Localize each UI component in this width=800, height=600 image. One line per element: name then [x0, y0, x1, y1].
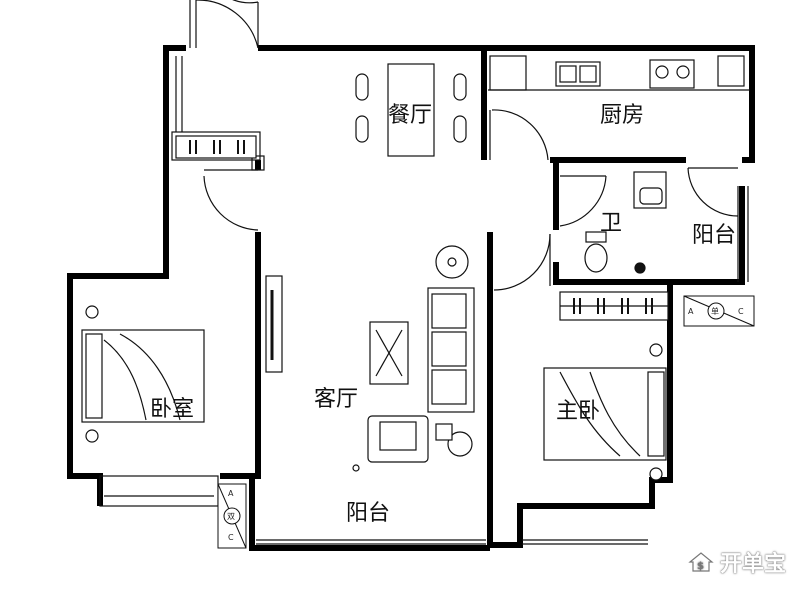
- label-dining: 餐厅: [388, 103, 432, 128]
- watermark-text: 开单宝: [719, 552, 786, 577]
- bathroom-fixtures: [584, 171, 667, 274]
- wardrobe-hangers: [189, 140, 653, 314]
- label-living: 客厅: [314, 387, 358, 412]
- label-bedroom: 卧室: [150, 397, 194, 422]
- beds: [81, 305, 667, 481]
- ac-right-right: C: [738, 307, 744, 316]
- thin-lines: [99, 0, 750, 545]
- ac-bottom-top: A: [228, 489, 234, 498]
- kitchen-fixtures: [555, 55, 745, 89]
- ac-right-center: 单: [711, 306, 719, 316]
- label-balcony-south: 阳台: [346, 501, 390, 526]
- dining-table: [355, 63, 467, 157]
- svg-text:$: $: [697, 561, 704, 572]
- ac-bottom-bottom: C: [228, 533, 234, 542]
- label-balcony-east: 阳台: [692, 223, 736, 248]
- label-kitchen: 厨房: [600, 103, 644, 128]
- watermark: $ 开单宝: [688, 546, 786, 578]
- ac-right-left: A: [688, 307, 694, 316]
- label-bathroom: 卫: [600, 211, 622, 236]
- living-furniture: [265, 245, 475, 472]
- ac-bottom-center: 双: [227, 512, 235, 521]
- wardrobe-strips: [175, 135, 669, 321]
- ac-units: [217, 295, 755, 549]
- label-master-bedroom: 主卧: [556, 399, 600, 424]
- dollar-house-icon: $: [688, 552, 714, 572]
- doors: [196, 0, 739, 291]
